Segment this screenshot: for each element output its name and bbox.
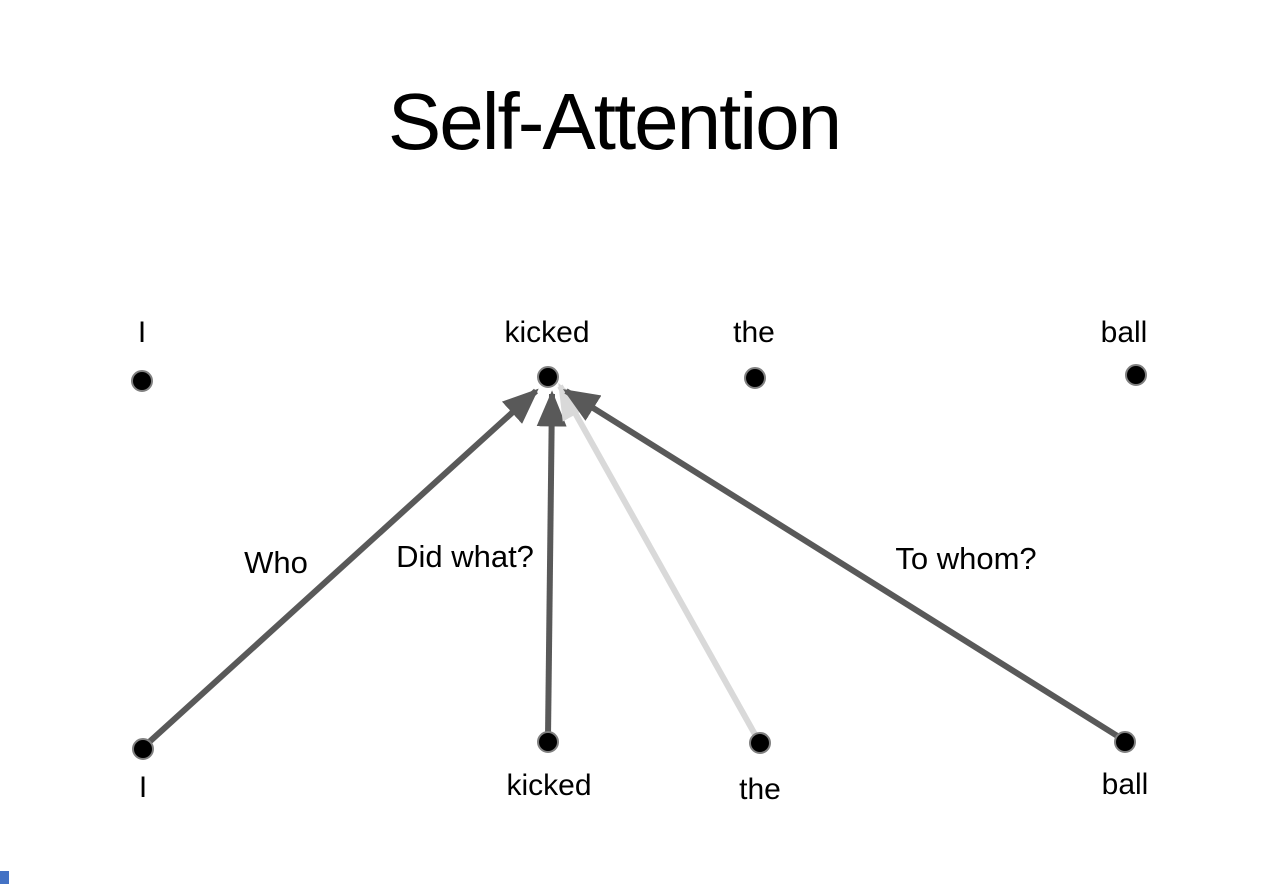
token-dot-top-i: [131, 370, 153, 392]
attention-arrow-who: [144, 388, 539, 747]
token-dot-top-kicked: [537, 366, 559, 388]
token-label-top-the: the: [733, 316, 775, 349]
token-label-top-ball: ball: [1100, 316, 1148, 349]
token-label-bottom-the: the: [739, 773, 781, 806]
arrow-label-who: Who: [244, 545, 308, 580]
token-dot-top-ball: [1125, 364, 1147, 386]
token-label-bottom-ball: ball: [1101, 768, 1149, 801]
token-label-top-i: I: [137, 316, 147, 349]
canvas-corner-artifact: [0, 871, 9, 884]
attention-arrow-did-what: [536, 390, 567, 738]
token-label-top-kicked: kicked: [504, 316, 590, 349]
token-label-bottom-kicked: kicked: [506, 769, 592, 802]
token-dot-bottom-the: [749, 732, 771, 754]
token-dot-bottom-kicked: [537, 731, 559, 753]
token-dot-top-the: [744, 367, 766, 389]
arrow-label-did-what: Did what?: [396, 539, 534, 574]
attention-arrow-the-link: [557, 382, 760, 740]
token-dot-bottom-ball: [1114, 731, 1136, 753]
page-title: Self-Attention: [387, 77, 842, 166]
token-dot-bottom-i: [132, 738, 154, 760]
arrow-label-to-whom: To whom?: [895, 541, 1037, 576]
token-label-bottom-i: I: [138, 771, 148, 804]
attention-arrow-to-whom: [562, 388, 1121, 740]
